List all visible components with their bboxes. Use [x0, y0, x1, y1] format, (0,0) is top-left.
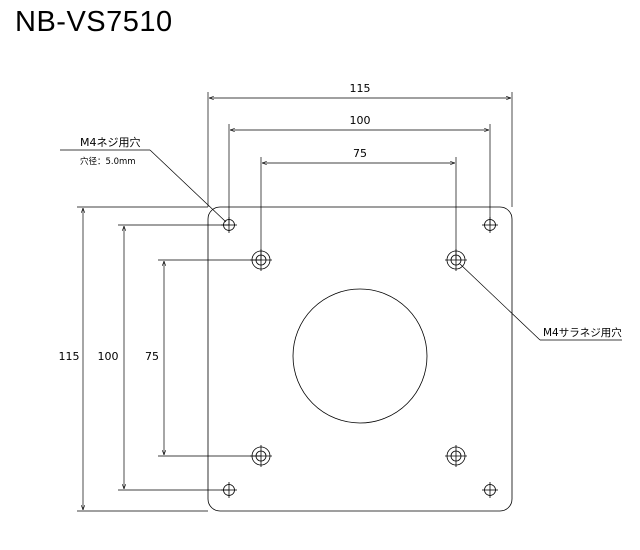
dimension-label-left-115: 115 — [59, 350, 80, 363]
callout-m4-hole-diameter: 穴径：5.0mm — [80, 156, 136, 167]
dimension-label-top-100: 100 — [350, 114, 371, 127]
callout-m4-countersunk: M4サラネジ用穴 — [459, 263, 622, 341]
drawing-title: NB-VS7510 — [15, 6, 173, 38]
center-hole — [292, 288, 428, 424]
dimension-top-100: 100 — [228, 114, 491, 225]
dimension-top-75: 75 — [260, 147, 457, 260]
dimension-top-115: 115 — [207, 82, 513, 207]
callout-m4-hole: M4ネジ用穴 穴径：5.0mm — [60, 135, 227, 223]
callout-m4-countersunk-label: M4サラネジ用穴 — [543, 326, 622, 339]
plate-outline — [207, 206, 513, 512]
dimension-label-top-115: 115 — [350, 82, 371, 95]
dimension-left-115: 115 — [59, 206, 208, 512]
dimension-label-left-100: 100 — [98, 350, 119, 363]
m4-screw-hole-bottom-right — [482, 482, 498, 498]
dimension-label-top-75: 75 — [353, 147, 367, 160]
dimension-left-100: 100 — [98, 224, 229, 491]
m4-countersunk-hole-bottom-right — [445, 445, 467, 467]
dimension-label-left-75: 75 — [145, 350, 159, 363]
callout-m4-hole-label: M4ネジ用穴 — [80, 135, 141, 149]
dimension-left-75: 75 — [145, 259, 261, 457]
